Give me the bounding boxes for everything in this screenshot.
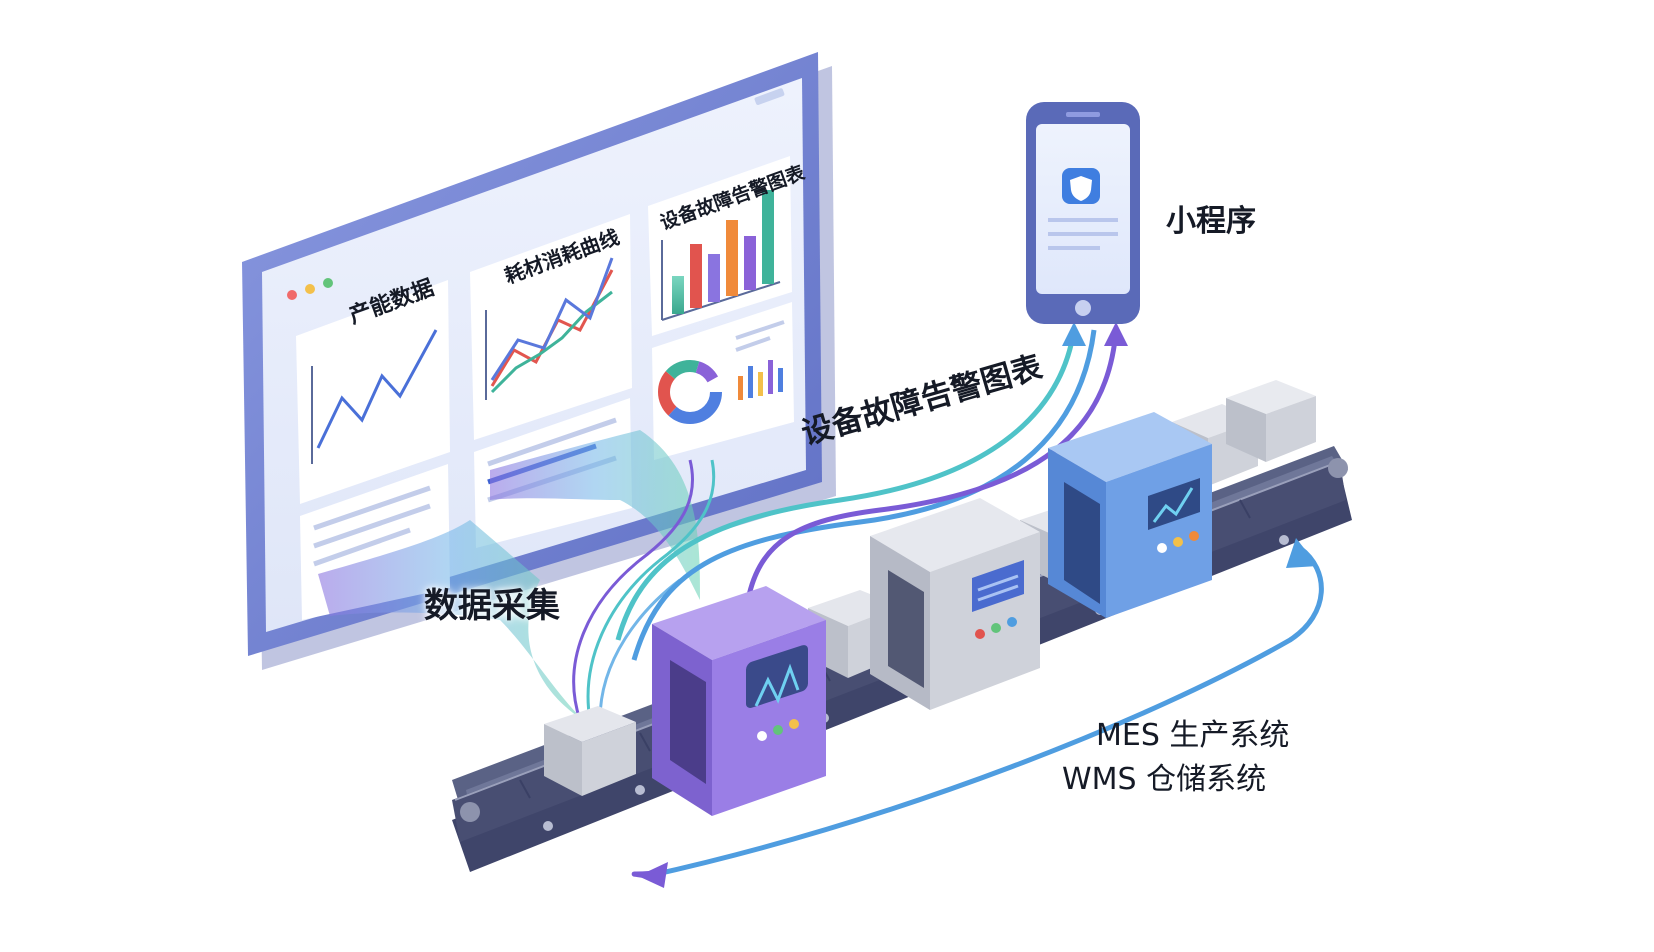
machine-gray (870, 498, 1040, 710)
fault-bar (708, 254, 720, 302)
fault-bar (762, 190, 774, 284)
consumables-line-green (490, 290, 613, 394)
label-wms-system: WMS 仓储系统 (1062, 762, 1267, 797)
machine-waveform-icon (754, 663, 800, 707)
consumables-line-blue (490, 257, 614, 381)
data-collection-flow (318, 430, 716, 722)
fault-donut (658, 360, 722, 424)
machine-purple (652, 586, 826, 816)
window-minimize-dot (305, 284, 315, 294)
fault-bar (690, 244, 702, 308)
label-data-collection: 数据采集 (424, 586, 560, 626)
window-maximize-dot (323, 278, 333, 288)
mini-program-phone (1026, 102, 1140, 324)
fault-bar (672, 276, 684, 314)
label-mini-program: 小程序 (1166, 204, 1256, 239)
package-box (1226, 380, 1316, 462)
package-box (544, 706, 636, 796)
fault-bar (726, 220, 738, 296)
label-mes-system: MES 生产系统 (1096, 718, 1290, 753)
alarm-arrow-teal (615, 329, 1077, 641)
alarm-arrow-purple (745, 329, 1119, 601)
fault-bar (744, 236, 756, 290)
shield-icon (1070, 176, 1092, 201)
capacity-line (316, 329, 438, 449)
machine-waveform-icon (1152, 487, 1194, 523)
alarm-arrows (615, 322, 1128, 661)
panel-fault-alarm (648, 156, 794, 460)
alarm-arrow-blue (631, 329, 1097, 661)
machine-blue (1048, 412, 1212, 618)
window-close-dot (287, 290, 297, 300)
system-loop-arrow (631, 538, 1324, 888)
